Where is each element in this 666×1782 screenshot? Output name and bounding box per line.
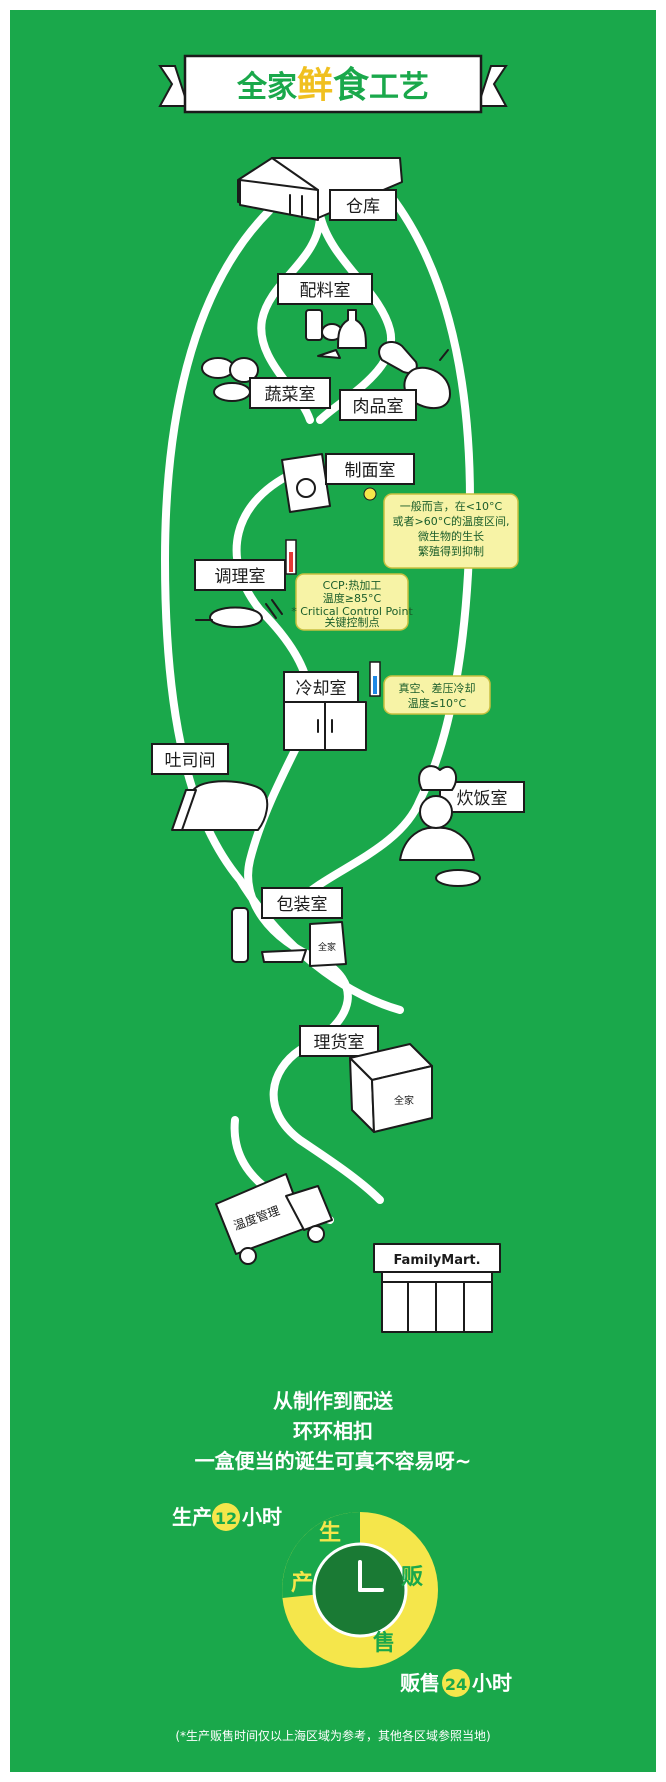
title-text: 全家鲜食工艺 [236,65,429,106]
label-packing: 包装室 [277,895,328,915]
truck-illustration: 温度管理 [215,1173,333,1265]
footnote: (*生产贩售时间仅以上海区域为参考，其他各区域参照当地) [175,1728,490,1743]
svg-text:CCP:热加工: CCP:热加工 [323,579,382,592]
label-vegetables: 蔬菜室 [265,385,316,405]
meat-room: 肉品室 [339,341,451,421]
produce-suffix: 小时 [242,1505,282,1529]
sell-hours: 24 [445,1675,467,1694]
label-rice: 炊饭室 [457,789,508,809]
warehouse-illustration: 仓库 [237,157,403,221]
caption-line3: 一盒便当的诞生可真不容易呀~ [195,1449,472,1473]
store-sign: FamilyMart. [393,1253,480,1268]
label-sorting: 理货室 [314,1033,365,1053]
svg-text:关键控制点: 关键控制点 [325,615,380,629]
svg-text:或者>60°C的温度区间,: 或者>60°C的温度区间, [393,514,510,528]
ring-char-produce-1: 生 [319,1521,341,1546]
svg-text:全家: 全家 [394,1094,414,1107]
label-noodles: 制面室 [345,461,396,481]
svg-text:微生物的生长: 微生物的生长 [418,529,484,543]
ingredients-room: 配料室 [277,273,373,359]
svg-text:繁殖得到抑制: 繁殖得到抑制 [418,544,484,558]
caption-line2: 环环相扣 [293,1419,373,1443]
svg-text:一般而言，在<10°C: 一般而言，在<10°C [400,500,503,513]
label-meat: 肉品室 [353,397,404,417]
cooling-room: 冷却室 真空、差压冷却 温度≤10°C [283,661,491,751]
label-warehouse: 仓库 [346,197,380,217]
svg-text:* Critical Control Point: * Critical Control Point [291,605,413,618]
cooking-room: 调理室 CCP:热加工 温度≥85°C * Critical Control P… [194,539,413,631]
ring-char-sell-2: 售 [373,1630,395,1656]
ring-char-produce-2: 产 [291,1571,313,1596]
bacteria-note: 一般而言，在<10°C 或者>60°C的温度区间, 微生物的生长 繁殖得到抑制 [363,487,519,569]
noodle-room: 制面室 [281,453,415,513]
produce-prefix: 生产 [172,1505,212,1529]
produce-hours: 12 [215,1509,237,1528]
familymart-store: FamilyMart. [373,1243,501,1333]
sell-prefix: 贩售 [400,1671,440,1695]
rice-room: 炊饭室 [399,765,525,887]
toast-room: 吐司间 [151,743,269,831]
label-ingredients: 配料室 [300,281,351,301]
svg-text:温度≥85°C: 温度≥85°C [323,591,382,605]
vegetables-room: 蔬菜室 [201,357,331,409]
clock-diagram: 生 产 贩 售 生产 12 小时 贩售 24 小时 [172,1503,512,1697]
label-cooking: 调理室 [215,567,266,587]
svg-text:全家: 全家 [318,941,336,953]
packing-room: 包装室 全家 [231,887,347,967]
svg-text:真空、差压冷却: 真空、差压冷却 [399,681,476,695]
title-banner: 全家鲜食工艺 [158,54,508,114]
caption-line1: 从制作到配送 [273,1389,394,1413]
label-cooling: 冷却室 [296,679,347,699]
label-toast: 吐司间 [165,751,216,771]
sorting-room: 理货室 全家 [299,1025,433,1133]
sell-suffix: 小时 [472,1671,512,1695]
svg-text:温度≤10°C: 温度≤10°C [408,696,467,710]
ring-char-sell-1: 贩 [401,1565,423,1590]
